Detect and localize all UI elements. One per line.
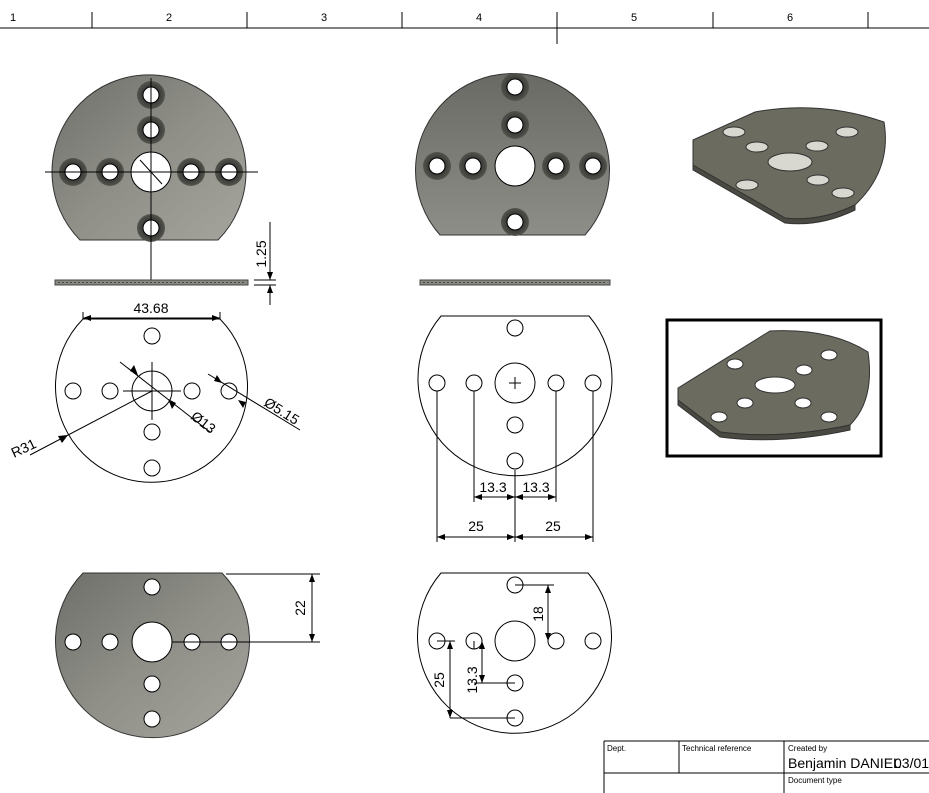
- dim-hole-spacing-right: 13.3: [522, 479, 549, 495]
- dim-small-hole: Ø5.15: [261, 394, 302, 428]
- title-block-doc-type: Document type: [788, 776, 842, 785]
- title-block-frame: [603, 740, 929, 793]
- title-block-created-by: Created by: [788, 744, 828, 753]
- dim-bottom-inner: 13.3: [464, 666, 480, 693]
- dim-outer-spacing-left: 25: [468, 518, 484, 534]
- zone-label-6: 6: [787, 12, 794, 24]
- view-line-bottom: 18 13.3 25: [417, 572, 612, 734]
- zone-label-2: 2: [166, 12, 173, 24]
- zone-label-5: 5: [631, 12, 638, 24]
- edge-view-left: 1.25: [54, 222, 276, 305]
- edge-view-middle: [419, 279, 611, 286]
- zone-label-1: 1: [10, 12, 17, 24]
- dim-width: 43.68: [133, 300, 168, 316]
- dim-bottom-outer: 25: [431, 672, 447, 688]
- view-line-middle: 13.3 13.3 25 25: [417, 315, 613, 542]
- dim-thickness: 1.25: [253, 240, 269, 267]
- view-shaded-bottom-left: 22: [55, 572, 320, 739]
- title-block-author: Benjamin DANIEL: [788, 755, 901, 771]
- dim-flat-height: 22: [292, 600, 308, 616]
- title-block-date: 03/01: [894, 755, 929, 771]
- view-shaded-top-left: [45, 74, 258, 280]
- view-shaded-top-middle: [415, 73, 610, 236]
- dim-outer-spacing-right: 25: [545, 518, 561, 534]
- title-block-dept: Dept.: [607, 744, 627, 753]
- zone-label-3: 3: [321, 12, 328, 24]
- dim-radius: R31: [9, 435, 39, 460]
- view-isometric-framed: [665, 318, 883, 458]
- dim-hole-spacing-left: 13.3: [479, 479, 506, 495]
- title-block-tech-ref: Technical reference: [682, 744, 752, 753]
- dim-top-offset: 18: [530, 606, 546, 622]
- view-isometric-top: [692, 107, 886, 225]
- view-line-left: 43.68 R31 Ø13 Ø5.15: [9, 300, 302, 483]
- border-top: [0, 12, 929, 44]
- zone-label-4: 4: [476, 12, 483, 24]
